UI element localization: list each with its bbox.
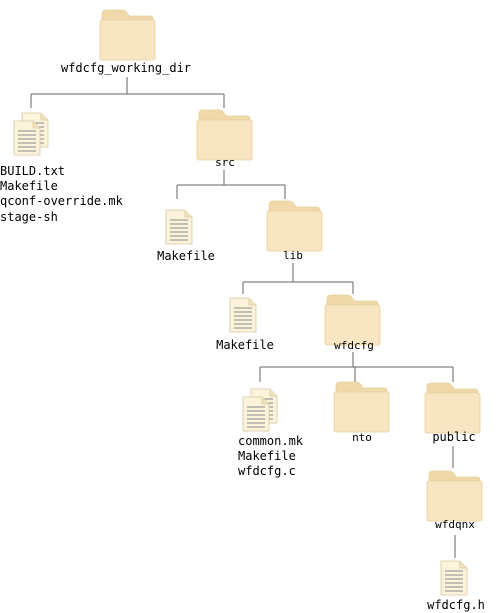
file-label: common.mk <box>238 434 304 448</box>
file-label: stage-sh <box>0 210 58 224</box>
file-label: BUILD.txt <box>0 164 65 178</box>
folder-icon <box>424 382 481 434</box>
folder-icon <box>426 470 483 522</box>
node-label: nto <box>352 431 372 444</box>
node-src-makefile[interactable]: Makefile <box>157 209 215 263</box>
file-label: Makefile <box>238 449 296 463</box>
node-header-file[interactable]: wfdcfg.h <box>427 560 485 612</box>
file-label: Makefile <box>216 338 274 352</box>
file-label: wfdcfg.h <box>427 598 485 612</box>
node-src[interactable]: src <box>196 109 253 169</box>
file-label: wfdcfg.c <box>238 464 296 478</box>
file-label: Makefile <box>0 179 58 193</box>
folder-icon <box>196 109 253 161</box>
multi-file-icon <box>13 112 49 156</box>
connectors <box>30 77 456 558</box>
folder-icon <box>333 381 390 433</box>
node-wfdcfg[interactable]: wfdcfg <box>324 294 381 352</box>
file-icon <box>165 209 193 245</box>
node-root-files[interactable]: BUILD.txt Makefile qconf-override.mk sta… <box>0 112 124 224</box>
node-root[interactable]: wfdcfg_working_dir <box>61 9 191 75</box>
file-icon <box>229 297 257 333</box>
file-label: qconf-override.mk <box>0 194 124 208</box>
node-label: src <box>215 156 235 169</box>
multi-file-icon <box>242 388 278 432</box>
node-wfdqnx[interactable]: wfdqnx <box>426 470 483 531</box>
node-lib[interactable]: lib <box>266 200 323 262</box>
folder-icon <box>99 9 156 61</box>
node-label: wfdcfg_working_dir <box>61 61 191 75</box>
file-icon <box>440 560 468 596</box>
node-nto[interactable]: nto <box>333 381 390 444</box>
node-lib-makefile[interactable]: Makefile <box>216 297 274 352</box>
folder-icon <box>324 294 381 346</box>
node-public[interactable]: public <box>424 382 481 444</box>
node-label: wfdqnx <box>435 518 475 531</box>
node-label: public <box>432 430 475 444</box>
file-label: Makefile <box>157 249 215 263</box>
node-label: lib <box>283 249 303 262</box>
node-label: wfdcfg <box>334 339 374 352</box>
folder-icon <box>266 200 323 252</box>
node-wfdcfg-files[interactable]: common.mk Makefile wfdcfg.c <box>238 388 304 478</box>
